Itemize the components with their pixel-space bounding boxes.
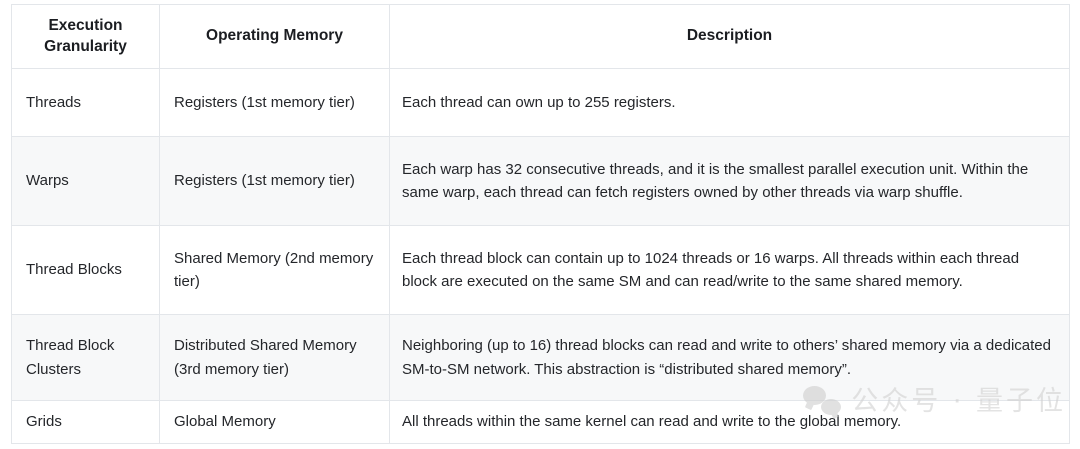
cell-operating-memory: Registers (1st memory tier)	[159, 136, 390, 226]
cell-description: All threads within the same kernel can r…	[389, 400, 1070, 444]
cell-execution-granularity: Thread Blocks	[11, 225, 160, 315]
table-row: Threads Registers (1st memory tier) Each…	[11, 68, 1070, 137]
cell-description: Each warp has 32 consecutive threads, an…	[389, 136, 1070, 226]
cell-operating-memory: Distributed Shared Memory (3rd memory ti…	[159, 314, 390, 401]
cell-operating-memory: Global Memory	[159, 400, 390, 444]
cell-operating-memory: Registers (1st memory tier)	[159, 68, 390, 137]
cell-description: Each thread block can contain up to 1024…	[389, 225, 1070, 315]
table-row: Thread Blocks Shared Memory (2nd memory …	[11, 225, 1070, 315]
table-header-row: Execution Granularity Operating Memory D…	[11, 4, 1070, 69]
table-header: Execution Granularity Operating Memory D…	[11, 4, 1070, 69]
table-row: Warps Registers (1st memory tier) Each w…	[11, 136, 1070, 226]
cuda-execution-hierarchy-table: Execution Granularity Operating Memory D…	[11, 4, 1070, 444]
cell-execution-granularity: Warps	[11, 136, 160, 226]
table-row: Thread Block Clusters Distributed Shared…	[11, 314, 1070, 401]
cell-execution-granularity: Grids	[11, 400, 160, 444]
cell-execution-granularity: Thread Block Clusters	[11, 314, 160, 401]
column-header-operating-memory: Operating Memory	[159, 4, 390, 69]
column-header-execution-granularity: Execution Granularity	[11, 4, 160, 69]
table-row: Grids Global Memory All threads within t…	[11, 400, 1070, 444]
column-header-description: Description	[389, 4, 1070, 69]
cell-description: Neighboring (up to 16) thread blocks can…	[389, 314, 1070, 401]
cell-description: Each thread can own up to 255 registers.	[389, 68, 1070, 137]
clipped-text-above-table	[12, 0, 1068, 3]
table-body: Threads Registers (1st memory tier) Each…	[11, 68, 1070, 444]
cell-operating-memory: Shared Memory (2nd memory tier)	[159, 225, 390, 315]
cell-execution-granularity: Threads	[11, 68, 160, 137]
